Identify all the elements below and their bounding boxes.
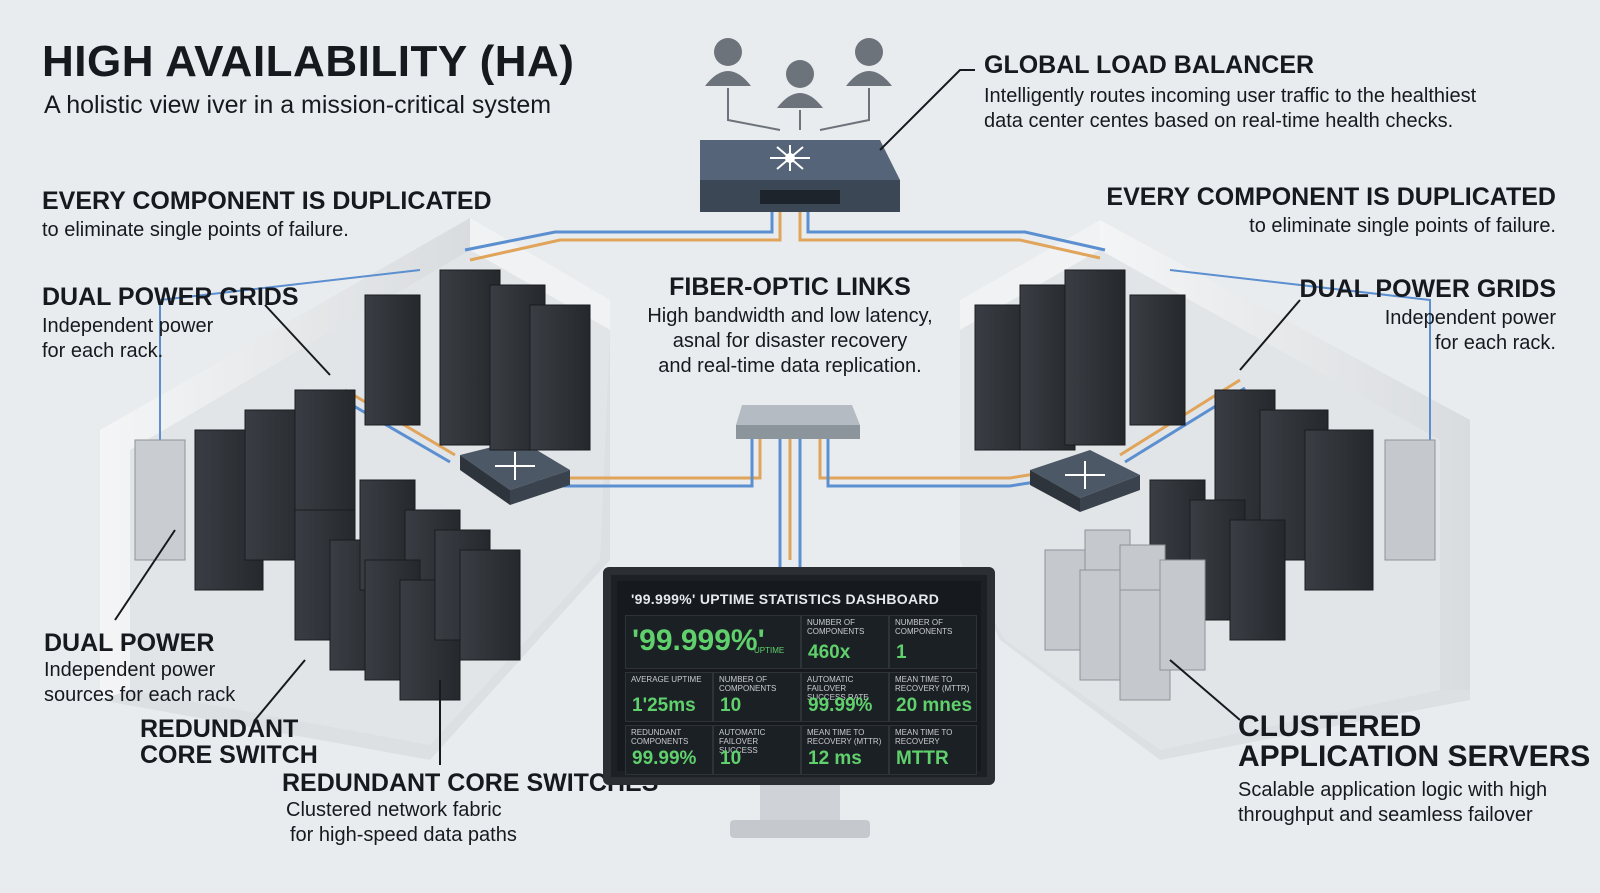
metric-cell: NUMBER OF COMPONENTS 460x [801,615,889,669]
right-power-grids-callout: DUAL POWER GRIDS Independent power for e… [1300,276,1557,356]
dashboard-title: '99.999%' UPTIME STATISTICS DASHBOARD [631,591,940,607]
metric-value: 1 [896,642,907,663]
metric-value: MTTR [896,748,949,769]
core-switches-heading: REDUNDANT CORE SWITCHES [282,769,659,797]
right-power-grids-heading: DUAL POWER GRIDS [1299,275,1557,303]
metric-label: AUTOMATIC FAILOVER SUCCESS RATE [807,675,869,702]
metric-label: NUMBER OF COMPONENTS [807,618,865,636]
right-power-grids-text-1: Independent power [1384,307,1556,330]
dual-power-text-2: sources for each rack [44,684,236,707]
left-power-grids-heading: DUAL POWER GRIDS [42,283,299,311]
metric-label: NUMBER OF COMPONENTS [719,675,777,693]
fiber-text-3: and real-time data replication. [658,355,922,378]
uptime-metric-cell: '99.999%' UPTIME [625,615,801,669]
metric-label: MEAN TIME TO RECOVERY [895,728,953,746]
metric-label: MEAN TIME TO RECOVERY (MTTR) [807,728,882,746]
uptime-unit: UPTIME [754,646,785,655]
metric-value: 460x [808,642,851,663]
core-switches-text-2: for high-speed data paths [290,824,517,847]
fiber-links-callout: FIBER-OPTIC LINKS High bandwidth and low… [640,274,940,379]
servers-heading-2: APPLICATION SERVERS [1238,740,1591,773]
page-title: HIGH AVAILABILITY (HA) [42,37,575,86]
metric-label: NUMBER OF COMPONENTS [895,618,953,636]
dashboard-screen: '99.999%' UPTIME STATISTICS DASHBOARD '9… [617,581,981,775]
metric-label: MEAN TIME TO RECOVERY (MTTR) [895,675,970,693]
redundant-core-switches-callout: REDUNDANT CORE SWITCHES Clustered networ… [282,770,658,848]
metric-cell: AVERAGE UPTIME 1'25ms [625,672,713,722]
clustered-servers-callout: CLUSTERED APPLICATION SERVERS Scalable a… [1238,712,1590,828]
metric-cell: AUTOMATIC FAILOVER SUCCESS RATE 99.99% [801,672,889,722]
core-switch-line-2: CORE SWITCH [140,741,318,770]
dashboard-metrics-grid: '99.999%' UPTIME NUMBER OF COMPONENTS 46… [625,615,981,775]
left-duplicated-text: to eliminate single points of failure. [42,219,349,242]
dual-power-callout: DUAL POWER Independent power sources for… [44,630,235,708]
metric-cell: NUMBER OF COMPONENTS 10 [713,672,801,722]
left-duplicated-heading: EVERY COMPONENT IS DUPLICATED [42,187,492,215]
metric-label: AUTOMATIC FAILOVER SUCCESS [719,728,766,755]
metric-label: REDUNDANT COMPONENTS [631,728,689,746]
metric-label: AVERAGE UPTIME [631,675,702,684]
central-patch-panel [736,405,860,439]
left-core-switch [460,440,570,505]
metric-pair: AVERAGE UPTIME 1'25ms NUMBER OF COMPONEN… [625,672,801,722]
fiber-text-1: High bandwidth and low latency, [647,305,933,328]
uptime-dashboard-monitor: '99.999%' UPTIME STATISTICS DASHBOARD '9… [603,567,995,785]
metric-cell: MEAN TIME TO RECOVERY (MTTR) 12 ms [801,725,889,775]
dual-power-heading: DUAL POWER [44,629,215,657]
metric-pair: REDUNDANT COMPONENTS 99.99% AUTOMATIC FA… [625,725,801,775]
right-duplicated-heading: EVERY COMPONENT IS DUPLICATED [1106,183,1556,211]
monitor-stand [760,785,840,823]
right-core-switch [1030,450,1140,512]
left-duplicated-callout: EVERY COMPONENT IS DUPLICATED to elimina… [42,188,492,243]
left-server-racks [134,269,591,701]
metric-value: 10 [720,695,742,716]
users-icon [705,38,892,131]
left-power-grids-callout: DUAL POWER GRIDS Independent power for e… [42,284,299,364]
left-power-grids-text-1: Independent power [42,315,214,338]
metric-value: 99.99% [808,695,873,716]
metric-cell: NUMBER OF COMPONENTS 1 [889,615,977,669]
dual-power-text-1: Independent power [44,659,216,682]
metric-value: 1'25ms [632,695,696,716]
right-power-grids-text-2: for each rack. [1434,332,1556,355]
metric-cell: AUTOMATIC FAILOVER SUCCESS 10 [713,725,801,775]
monitor-base [730,820,870,838]
right-duplicated-callout: EVERY COMPONENT IS DUPLICATED to elimina… [1106,184,1556,239]
redundant-core-switch-callout: REDUNDANT CORE SWITCH [140,716,318,769]
core-switches-text-1: Clustered network fabric [286,799,502,822]
load-balancer-text-1: Intelligently routes incoming user traff… [984,85,1477,108]
page-subtitle: A holistic view iver in a mission-critic… [44,91,552,119]
load-balancer-heading: GLOBAL LOAD BALANCER [984,51,1315,79]
left-power-grids-text-2: for each rack. [42,340,164,363]
load-balancer-device [700,140,900,212]
metric-value: 20 mnes [896,695,973,716]
metric-cell: MEAN TIME TO RECOVERY MTTR [889,725,977,775]
core-switch-line-1: REDUNDANT [140,715,299,743]
right-server-racks [974,269,1436,701]
metric-value: 10 [720,748,742,769]
metric-value: 99.99% [632,748,697,769]
right-duplicated-text: to eliminate single points of failure. [1249,215,1556,238]
servers-text-2: throughput and seamless failover [1238,804,1533,826]
load-balancer-text-2: data center centes based on real-time he… [984,110,1454,133]
load-balancer-callout: GLOBAL LOAD BALANCER Intelligently route… [984,52,1476,134]
metric-cell: REDUNDANT COMPONENTS 99.99% [625,725,713,775]
servers-text-1: Scalable application logic with high [1238,779,1548,801]
fiber-heading: FIBER-OPTIC LINKS [669,273,911,301]
metric-cell: MEAN TIME TO RECOVERY (MTTR) 20 mnes [889,672,977,722]
leader-lines [114,69,1301,765]
servers-heading-1: CLUSTERED [1238,710,1422,743]
uptime-value: '99.999%' [632,624,765,657]
metric-value: 12 ms [808,748,862,769]
fiber-text-2: asnal for disaster recovery [672,330,908,353]
